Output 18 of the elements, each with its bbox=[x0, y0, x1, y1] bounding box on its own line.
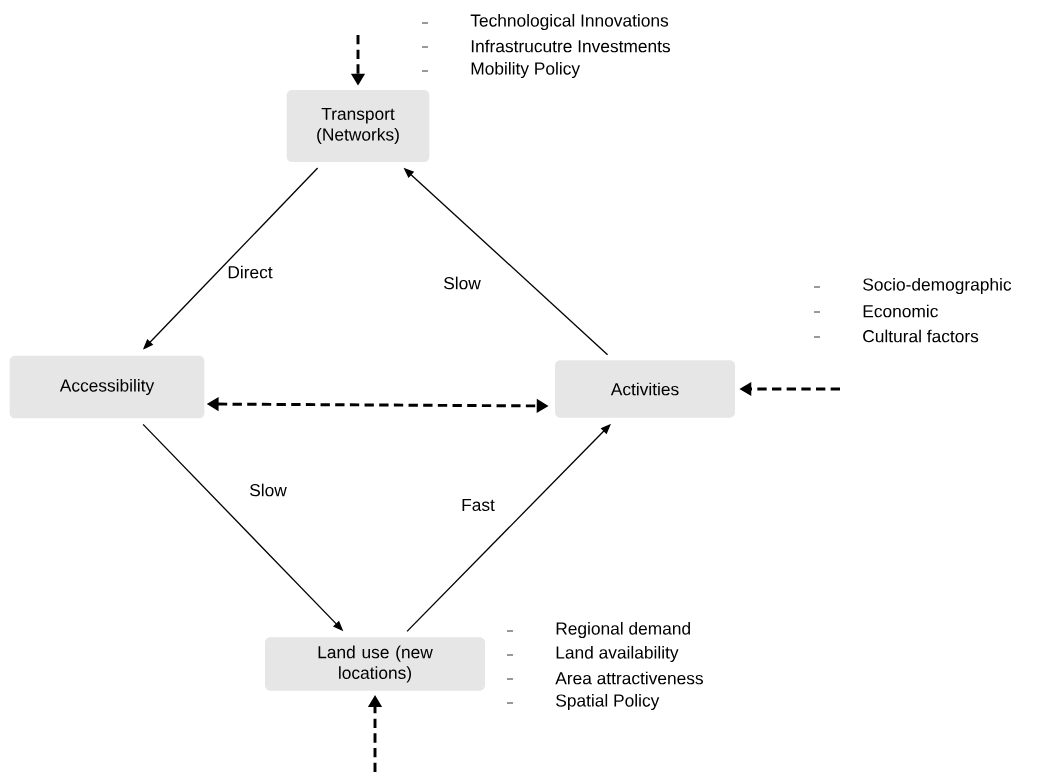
list-item: Spatial Policy bbox=[556, 693, 660, 711]
process-box: Transport (Networks) bbox=[286, 90, 430, 162]
list-item: Cultural factors bbox=[863, 329, 979, 343]
list-item: Mobility Policy bbox=[471, 61, 580, 79]
edge-label: Slow bbox=[247, 482, 289, 498]
list-item: Area attractiveness bbox=[555, 671, 703, 685]
process-box: Accessibility bbox=[9, 355, 205, 419]
list-item: Technological Innovations bbox=[470, 13, 669, 31]
list-item: Economic bbox=[863, 304, 938, 318]
list-item: Regional demand bbox=[556, 621, 690, 639]
process-box: Activities bbox=[555, 360, 735, 418]
process-box: Land use (new locations) bbox=[265, 637, 485, 691]
list-item: Land availability bbox=[556, 645, 679, 663]
edge-label: Direct bbox=[226, 264, 274, 280]
edge-label: Slow bbox=[441, 275, 483, 291]
list-item: Infrastrucutre Investments bbox=[471, 39, 670, 53]
list-item: Socio-demographic bbox=[863, 277, 1012, 295]
edge-label: Fast bbox=[459, 497, 497, 513]
